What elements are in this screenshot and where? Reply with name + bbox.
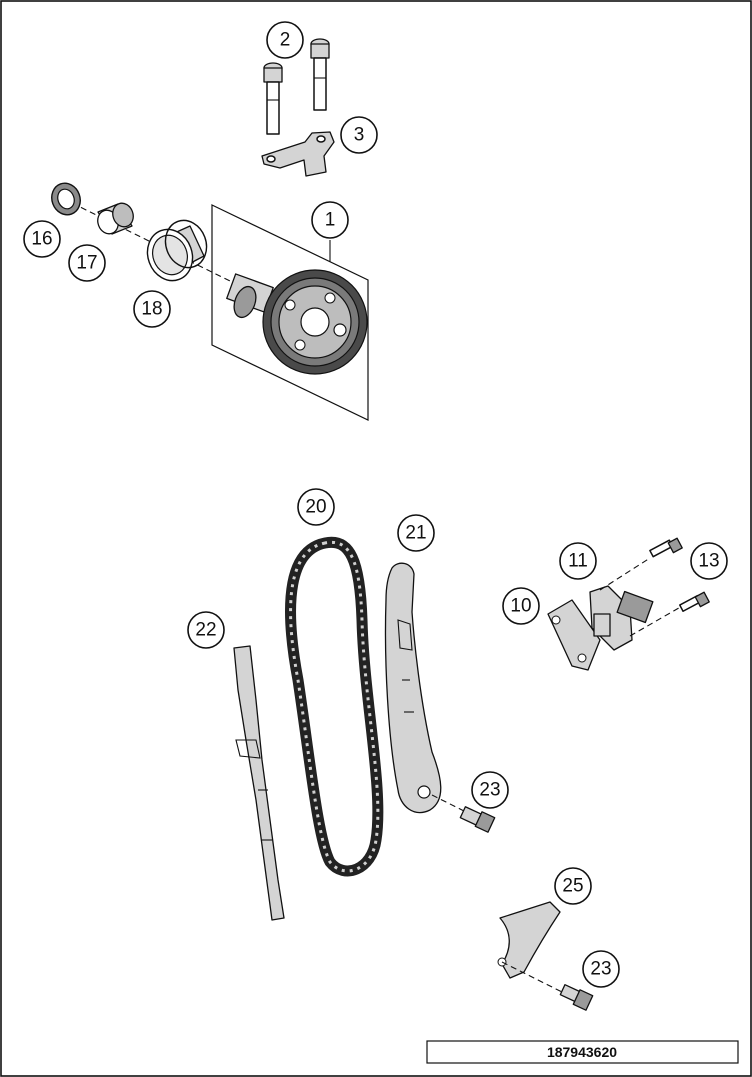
bolt-pair-part (263, 38, 330, 135)
svg-text:20: 20 (305, 497, 326, 518)
drawing-number-box: 187943620 (426, 1040, 739, 1064)
chain-tensioner-part (589, 585, 654, 651)
timing-chain-part (285, 536, 384, 877)
cover-bolt-lower-part (559, 984, 594, 1011)
svg-text:17: 17 (76, 253, 97, 274)
callout-23-upper: 23 (471, 771, 509, 809)
callout-20: 20 (297, 488, 335, 526)
bolt-left (263, 62, 283, 135)
callout-1: 1 (311, 201, 349, 239)
svg-text:25: 25 (562, 876, 583, 897)
svg-text:11: 11 (568, 551, 588, 572)
callout-23-lower: 23 (582, 950, 620, 988)
callout-21: 21 (397, 514, 435, 552)
svg-text:23: 23 (590, 959, 611, 980)
bushing-part (97, 202, 134, 235)
svg-text:3: 3 (354, 125, 365, 146)
tensioner-bolt-lower-part (679, 591, 710, 612)
callout-22: 22 (187, 611, 225, 649)
lock-plate-part (261, 131, 335, 177)
bolt-axis-11 (599, 557, 651, 591)
camshaft-part (226, 269, 368, 375)
svg-text:10: 10 (510, 596, 531, 617)
rail-bolt-upper-part (459, 806, 496, 833)
callout-17: 17 (68, 244, 106, 282)
bolt-axis-13 (629, 604, 685, 637)
bolt-axis-upper (431, 794, 473, 816)
callout-3: 3 (340, 116, 378, 154)
drawing-number: 187943620 (547, 1044, 617, 1060)
bearing-ring-part (146, 219, 208, 282)
callout-13: 13 (690, 542, 728, 580)
camshaft-assembly-box (211, 204, 369, 421)
callout-16: 16 (23, 220, 61, 258)
bolt-right (310, 38, 330, 111)
callout-10: 10 (502, 587, 540, 625)
callout-11: 11 (559, 542, 597, 580)
tensioner-gasket-part (547, 599, 601, 671)
svg-text:16: 16 (31, 229, 52, 250)
callout-2: 2 (266, 21, 304, 59)
svg-text:23: 23 (479, 780, 500, 801)
guide-rail-part (233, 645, 285, 921)
bolt-axis-lower (501, 961, 567, 995)
seal-ring-part (51, 182, 81, 216)
svg-text:2: 2 (280, 30, 291, 51)
cover-plate-part (497, 901, 561, 979)
svg-text:18: 18 (141, 299, 162, 320)
svg-text:13: 13 (698, 551, 719, 572)
callout-18: 18 (133, 290, 171, 328)
svg-text:21: 21 (405, 523, 426, 544)
callout-25: 25 (554, 867, 592, 905)
svg-text:22: 22 (195, 620, 216, 641)
tensioner-bolt-upper-part (649, 537, 683, 558)
tensioner-rail-part (384, 562, 442, 814)
svg-text:1: 1 (325, 210, 336, 231)
